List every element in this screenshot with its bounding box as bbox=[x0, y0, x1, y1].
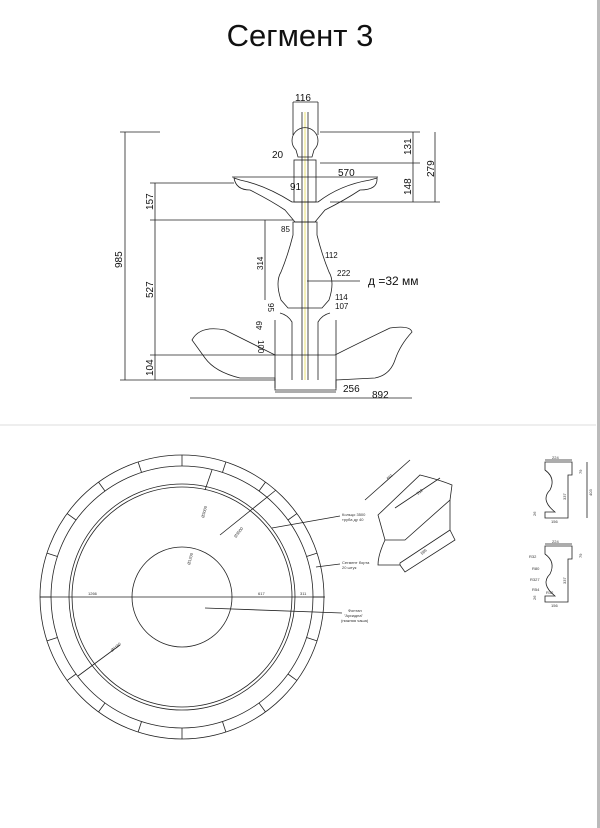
profile-top: 224 79 403 337 156 26 bbox=[532, 455, 593, 524]
segment-division-line bbox=[222, 721, 227, 733]
profile-top-dim-h2: 403 bbox=[588, 489, 593, 496]
dim-d-inner: Ø3000 bbox=[200, 505, 208, 519]
dim-131: 131 bbox=[403, 138, 414, 155]
dim-311: 311 bbox=[300, 591, 307, 596]
dim-256: 256 bbox=[343, 384, 360, 395]
dim-20: 20 bbox=[272, 150, 284, 161]
profile-bottom: 224 79 337 156 26 R32 R80 R327 R54 R12 bbox=[529, 539, 583, 608]
callout-fountain-2: "Ариадна" bbox=[344, 613, 364, 618]
dim-d-center: Ø1200 bbox=[186, 552, 194, 566]
profile-bottom-r1: R32 bbox=[529, 554, 537, 559]
pipe-diameter-label: д =32 мм bbox=[368, 274, 419, 288]
segment-division-line bbox=[98, 702, 106, 713]
dim-892: 892 bbox=[372, 390, 389, 401]
dim-222: 222 bbox=[337, 269, 351, 278]
segment-isometric bbox=[364, 459, 456, 573]
dim-112: 112 bbox=[325, 251, 338, 260]
profile-bottom-dim-b: 26 bbox=[532, 595, 537, 600]
fountain-elevation: 116 20 91 570 131 148 279 157 985 527 10… bbox=[114, 93, 440, 401]
profile-top-dim-w: 224 bbox=[552, 455, 559, 460]
profile-bottom-r2: R80 bbox=[532, 566, 540, 571]
segment-division-line bbox=[258, 702, 266, 713]
profile-top-dim-h1: 79 bbox=[578, 469, 583, 474]
segment-division-line bbox=[287, 513, 298, 521]
segment-division-line bbox=[222, 461, 227, 473]
baluster bbox=[277, 221, 333, 309]
profile-top-dim-b: 26 bbox=[532, 511, 537, 516]
segment-division-line bbox=[98, 481, 106, 492]
fountain-plan: Ø3000 Ø3500 Ø1200 Ø4160 1266 617 311 Кол… bbox=[39, 454, 370, 740]
profile-top-dim-bw: 156 bbox=[551, 519, 558, 524]
callout-ring-2: труба ду 40 bbox=[342, 517, 364, 522]
dim-527: 527 bbox=[145, 281, 156, 298]
segment-division-line bbox=[46, 637, 58, 642]
dim-49: 49 bbox=[255, 321, 264, 330]
callout-fountain-3: (нижняя чаша) bbox=[341, 618, 369, 623]
plinth bbox=[274, 312, 337, 388]
segment-division-line bbox=[137, 721, 142, 733]
dim-85: 85 bbox=[281, 225, 290, 234]
dim-114: 114 bbox=[335, 293, 348, 302]
profile-bottom-r5: R12 bbox=[546, 590, 554, 595]
callout-segment-2: 20 штук bbox=[342, 565, 357, 570]
segment-division-line bbox=[258, 481, 266, 492]
callout-fountain-1: Фонтан bbox=[348, 608, 362, 613]
segment-division-line bbox=[306, 637, 318, 642]
dim-116: 116 bbox=[295, 93, 311, 104]
callout-segment-1: Сегмент борта bbox=[342, 560, 370, 565]
profile-bottom-dim-bw: 156 bbox=[551, 603, 558, 608]
dim-1266: 1266 bbox=[88, 591, 98, 596]
segment-division-line bbox=[306, 552, 318, 557]
dim-617: 617 bbox=[258, 591, 265, 596]
dim-985: 985 bbox=[114, 251, 125, 268]
dim-104: 104 bbox=[145, 359, 156, 376]
dim-107: 107 bbox=[335, 302, 349, 311]
profile-bottom-r4: R54 bbox=[532, 587, 540, 592]
iso-dim-586: 586 bbox=[419, 547, 428, 556]
dim-570: 570 bbox=[338, 168, 355, 179]
dim-148: 148 bbox=[403, 178, 414, 195]
dim-100: 100 bbox=[256, 340, 265, 354]
iso-dim-661: 661 bbox=[385, 472, 394, 481]
lower-bowl bbox=[191, 326, 413, 391]
dim-91: 91 bbox=[290, 182, 302, 193]
segment-division-line bbox=[137, 461, 142, 473]
finial bbox=[291, 127, 319, 158]
profile-bottom-dim-w: 224 bbox=[552, 539, 559, 544]
dim-157: 157 bbox=[145, 193, 156, 210]
callout-ring-1: Кольцо 3500 bbox=[342, 512, 366, 517]
profile-bottom-dim-h3: 337 bbox=[562, 577, 567, 584]
segment-division-line bbox=[287, 673, 298, 681]
dim-95: 95 bbox=[266, 303, 275, 312]
upper-bowl bbox=[233, 177, 378, 223]
profile-bottom-r3: R327 bbox=[530, 577, 540, 582]
dim-279: 279 bbox=[426, 160, 437, 177]
iso-dim-512: 512 bbox=[415, 487, 424, 496]
profile-top-dim-h3: 337 bbox=[562, 493, 567, 500]
dim-314: 314 bbox=[256, 256, 265, 270]
dim-d-outer: Ø4160 bbox=[109, 641, 122, 653]
scrollbar[interactable] bbox=[597, 0, 600, 828]
profile-bottom-dim-h1: 79 bbox=[578, 553, 583, 558]
segment-division-line bbox=[66, 673, 77, 681]
segment-division-line bbox=[66, 513, 77, 521]
segment-division-line bbox=[46, 552, 58, 557]
dim-d-ring: Ø3500 bbox=[233, 525, 245, 538]
page-title: Сегмент 3 bbox=[226, 18, 374, 53]
